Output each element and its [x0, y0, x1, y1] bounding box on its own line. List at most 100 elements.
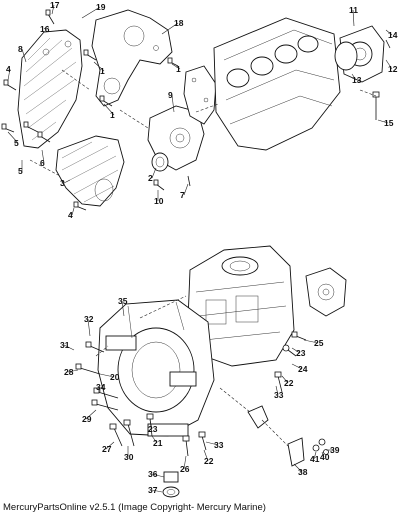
rear-seal-retainer: [334, 25, 385, 83]
leader-lines-top: [29, 69, 377, 177]
callout-3: 3: [60, 178, 65, 188]
callout-leader-24: [291, 363, 303, 370]
callout-leader-32: [87, 318, 91, 337]
exploded-parts-diagram: 1112344556789101112131415161718192021222…: [1, 0, 398, 498]
callout-7: 7: [180, 190, 185, 200]
callout-22-2: 22: [204, 456, 214, 466]
callout-10: 10: [154, 196, 164, 206]
callout-leader-11: [352, 9, 355, 27]
callout-leader-9: [171, 94, 175, 113]
callout-30: 30: [124, 452, 134, 462]
callout-33: 33: [274, 390, 284, 400]
callout-leader-38: [293, 463, 303, 473]
bushing-parts: [162, 471, 180, 498]
callout-leader-2: [151, 167, 157, 179]
callout-leader-26: [183, 455, 187, 470]
callout-leader-1: [103, 103, 115, 116]
callout-24: 24: [298, 364, 308, 374]
callout-25: 25: [314, 338, 324, 348]
callout-leader-7: [183, 183, 189, 196]
bolts-bottom: [75, 331, 329, 457]
callout-leader-13: [351, 73, 357, 81]
callout-32: 32: [84, 314, 94, 324]
callout-leader-35: [121, 300, 125, 317]
callout-26: 26: [180, 464, 190, 474]
oil-pump-housing: [147, 105, 205, 172]
callout-leader-41: [313, 451, 317, 460]
bolts-top: [1, 9, 391, 211]
callout-27: 27: [102, 444, 112, 454]
callout-28: 28: [64, 367, 74, 377]
callout-5: 5: [14, 138, 19, 148]
callout-leader-37: [151, 489, 163, 493]
callout-36: 36: [148, 469, 158, 479]
callout-31: 31: [60, 340, 70, 350]
callout-leader-36: [151, 473, 165, 478]
callout-leader-3: [63, 179, 71, 184]
callout-leader-6: [41, 149, 45, 164]
callout-1-2: 1: [110, 110, 115, 120]
callout-leader-14: [385, 29, 393, 36]
callout-17: 17: [50, 0, 60, 10]
callout-35: 35: [118, 296, 128, 306]
callout-4: 4: [6, 64, 11, 74]
callout-leader-1: [171, 63, 181, 70]
callout-leader-28: [67, 369, 79, 373]
callout-leader-22: [203, 449, 209, 462]
callout-labels: 1112344556789101112131415161718192021222…: [6, 0, 398, 495]
callout-8: 8: [18, 44, 23, 54]
callout-leader-29: [85, 409, 97, 420]
timing-belt-cover-rear: [91, 9, 173, 107]
callout-38: 38: [298, 467, 308, 477]
callout-leader-31: [63, 344, 75, 351]
callout-40: 40: [320, 452, 330, 462]
callout-16: 16: [40, 24, 50, 34]
callout-14: 14: [388, 30, 398, 40]
callout-leader-25: [303, 339, 319, 344]
callout-leader-1: [93, 61, 105, 72]
callout-leader-23: [149, 419, 153, 430]
callout-leader-15: [377, 119, 389, 124]
callout-leader-27: [105, 441, 115, 450]
callout-leader-19: [81, 6, 101, 19]
callout-12: 12: [388, 64, 398, 74]
lower-timing-cover: [55, 135, 125, 207]
callout-13: 13: [352, 75, 362, 85]
callout-leader-22: [281, 375, 289, 384]
callout-2: 2: [148, 173, 153, 183]
engine-block-lower: [187, 245, 295, 367]
callout-5-2: 5: [18, 166, 23, 176]
callout-leader-18: [161, 22, 179, 35]
callout-20: 20: [110, 372, 120, 382]
callout-leader-40: [321, 451, 325, 458]
callout-leader-8: [21, 48, 27, 63]
gasket-front: [183, 65, 217, 125]
callout-1: 1: [100, 66, 105, 76]
copyright-footer: MercuryPartsOnline v2.5.1 (Image Copyrig…: [3, 502, 266, 513]
timing-cover-upper: [17, 29, 83, 149]
callout-19: 19: [96, 2, 106, 12]
callout-23: 23: [296, 348, 306, 358]
leader-lines-bottom: [95, 295, 289, 447]
callout-leader-23: [291, 347, 301, 354]
callout-1-3: 1: [176, 64, 181, 74]
callout-34: 34: [96, 382, 106, 392]
bracket-small: [247, 405, 305, 467]
callout-33-2: 33: [214, 440, 224, 450]
callout-41: 41: [310, 454, 320, 464]
callout-4-2: 4: [68, 210, 73, 220]
callout-leader-33: [205, 441, 219, 446]
callout-29: 29: [82, 414, 92, 424]
callout-6: 6: [40, 158, 45, 168]
callout-leader-17: [51, 4, 55, 15]
callout-leader-12: [385, 59, 393, 70]
callout-39: 39: [330, 445, 340, 455]
callout-23-2: 23: [148, 424, 158, 434]
callout-leader-21: [151, 435, 158, 444]
callout-leader-4: [71, 207, 75, 216]
flywheel-housing: [97, 299, 215, 437]
callout-leader-16: [43, 25, 49, 30]
callout-22: 22: [284, 378, 294, 388]
callout-21: 21: [153, 438, 163, 448]
callout-leader-33: [275, 385, 279, 396]
